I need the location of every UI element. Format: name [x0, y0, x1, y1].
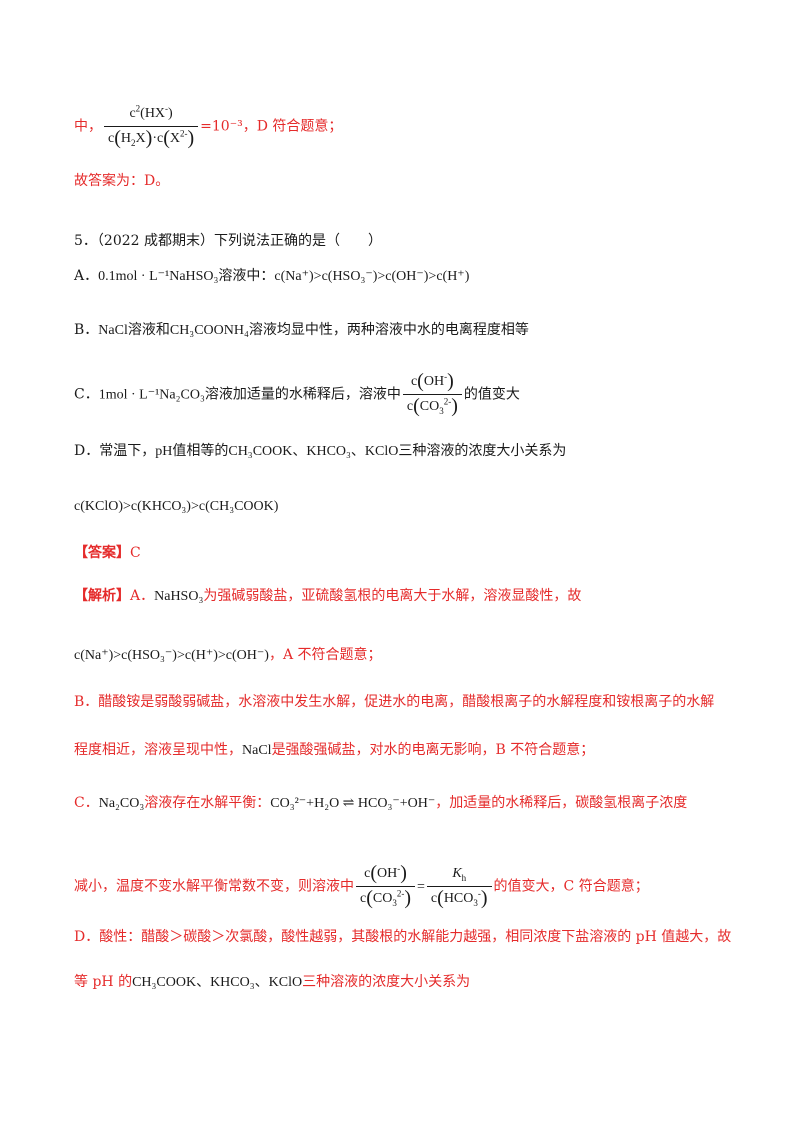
- option-b-text1: 溶液和: [127, 322, 170, 338]
- conclusion-line: 故答案为：D。: [74, 173, 170, 189]
- analysis-a-label: A．: [130, 588, 155, 604]
- analysis-a-expr: c(Na⁺)>c(HSO₃⁻)>c(H⁺)>c(OH⁻): [74, 648, 269, 663]
- intro-prefix: 中，: [74, 118, 102, 135]
- option-d-text1: 值相等的: [172, 443, 229, 459]
- option-d-ph: pH: [155, 444, 173, 459]
- option-a-expr: c(Na⁺)>c(HSO₃⁻)>c(OH⁻)>c(H⁺): [274, 269, 470, 284]
- analysis-c-label: C．: [74, 795, 99, 811]
- analysis-c-text2: ，加适量的水稀释后，碳酸氢根离子浓度: [435, 795, 688, 811]
- analysis-b-line1: B．醋酸铵是弱酸弱碱盐，水溶液中发生水解，促进水的电离，醋酸根离子的水解程度和铵…: [74, 694, 715, 710]
- analysis-b-line2a: 程度相近，溶液呈现中性，: [74, 742, 242, 758]
- analysis-c-line1: C．Na₂CO₃溶液存在水解平衡：CO₃²⁻+H₂O ⇌ HCO₃⁻+OH⁻，加…: [74, 793, 726, 814]
- option-c-text2: 的值变大: [463, 386, 520, 403]
- intro-line: 中，c2(HX-)c(H2X)·c(X2-)=10⁻³，D 符合题意；: [74, 104, 726, 149]
- answer-line: 【答案】C: [74, 543, 726, 563]
- option-a-label: A．: [74, 268, 99, 284]
- option-b-formula2: CH₃COONH₄: [169, 323, 249, 338]
- question-text: 下列说法正确的是（ ）: [214, 233, 383, 249]
- option-a: A．0.1mol · L⁻¹NaHSO₃溶液中：c(Na⁺)>c(HSO₃⁻)>…: [74, 266, 726, 287]
- analysis-c-text1: 溶液存在水解平衡：: [144, 795, 271, 811]
- analysis-d-line1: D．酸性：醋酸＞碳酸＞次氯酸，酸性越弱，其酸根的水解能力越强，相同浓度下盐溶液的…: [74, 929, 732, 945]
- option-b-formula1: NaCl: [98, 323, 128, 338]
- analysis-b-formula: NaCl: [242, 743, 272, 758]
- analysis-a-formula: NaHSO₃: [154, 589, 204, 604]
- analysis-b-line2: 程度相近，溶液呈现中性，NaCl是强酸强碱盐，对水的电离无影响，B 不符合题意；: [74, 740, 726, 761]
- answer-value: C: [130, 545, 141, 561]
- analysis-a-line: 【解析】A．NaHSO₃为强碱弱酸盐，亚硫酸氢根的电离大于水解，溶液显酸性，故: [74, 586, 726, 607]
- oh-co3-fraction-analysis: c(OH-)c(CO32-): [356, 863, 416, 909]
- intro-suffix: =10⁻³，D 符合题意；: [200, 118, 343, 135]
- analysis-a-expr-line: c(Na⁺)>c(HSO₃⁻)>c(H⁺)>c(OH⁻)，A 不符合题意；: [74, 645, 726, 666]
- analysis-a-text: 为强碱弱酸盐，亚硫酸氢根的电离大于水解，溶液显酸性，故: [203, 588, 582, 604]
- analysis-d-line2: 等 pH 的CH₃COOK、KHCO₃、KClO三种溶液的浓度大小关系为: [74, 972, 726, 993]
- answer-label: 【答案】: [74, 545, 130, 561]
- option-d: D．常温下，pH值相等的CH₃COOK、KHCO₃、KClO三种溶液的浓度大小关…: [74, 441, 726, 462]
- option-b-label: B．: [74, 322, 99, 338]
- option-d-expr: c(KClO)>c(KHCO₃)>c(CH₃COOK): [74, 499, 279, 514]
- question-stem: 5．（2022 成都期末）下列说法正确的是（ ）: [74, 231, 726, 251]
- option-b: B．NaCl溶液和CH₃COONH₄溶液均显中性，两种溶液中水的电离程度相等: [74, 320, 726, 341]
- question-number: 5．: [74, 233, 97, 249]
- option-b-text2: 溶液均显中性，两种溶液中水的电离程度相等: [248, 322, 529, 338]
- question-source: （2022 成都期末）: [96, 233, 215, 249]
- analysis-d-formula: CH₃COOK、KHCO₃、KClO: [132, 975, 303, 990]
- option-d-formula: CH₃COOK、KHCO₃、KClO: [228, 444, 399, 459]
- oh-co3-fraction: c(OH-)c(CO32-): [402, 371, 462, 417]
- option-c-text1: 溶液加适量的水稀释后，溶液中: [204, 386, 401, 403]
- option-a-text: 溶液中：: [218, 268, 275, 284]
- analysis-a-end: ，A 不符合题意；: [268, 647, 382, 663]
- analysis-c-equation: CO₃²⁻+H₂O ⇌ HCO₃⁻+OH⁻: [270, 796, 436, 811]
- analysis-c-line2a: 减小，温度不变水解平衡常数不变，则溶液中: [74, 878, 354, 895]
- analysis-b-line2b: 是强酸强碱盐，对水的电离无影响，B 不符合题意；: [271, 742, 595, 758]
- analysis-c-line2b: 的值变大，C 符合题意；: [493, 878, 649, 895]
- option-d-text2: 三种溶液的浓度大小关系为: [398, 443, 567, 459]
- analysis-c-formula: Na₂CO₃: [98, 796, 145, 811]
- analysis-label: 【解析】: [74, 588, 130, 604]
- hx-ratio-fraction: c2(HX-)c(H2X)·c(X2-): [104, 104, 199, 149]
- analysis-d-line2b: 三种溶液的浓度大小关系为: [302, 974, 471, 990]
- option-c-formula: 1mol · L⁻¹Na₂CO₃: [98, 387, 205, 403]
- option-d-label: D．常温下，: [74, 443, 156, 459]
- option-c-label: C．: [74, 386, 99, 403]
- analysis-d-line2a: 等 pH 的: [74, 974, 133, 990]
- option-a-formula: 0.1mol · L⁻¹NaHSO₃: [98, 269, 219, 284]
